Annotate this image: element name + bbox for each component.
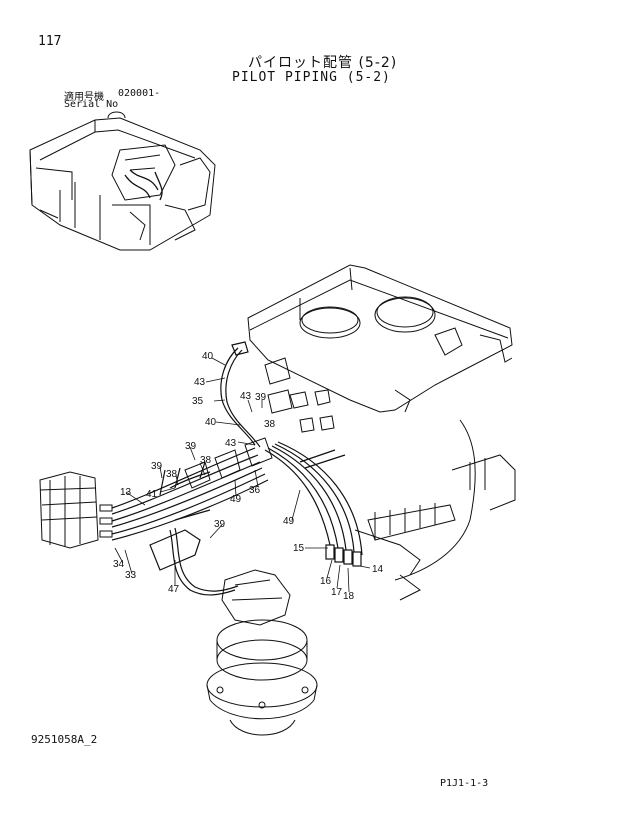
machine-overview-inset [29, 111, 216, 251]
swing-motor [206, 569, 318, 736]
callout-43: 43 [194, 377, 206, 388]
callout-41: 41 [146, 489, 158, 500]
hose-bundle [111, 447, 269, 541]
callout-38: 38 [200, 455, 212, 466]
callout-16: 16 [320, 576, 332, 587]
callout-38: 38 [264, 419, 276, 430]
callout-14: 14 [372, 564, 384, 575]
callout-47: 47 [168, 584, 180, 595]
callout-49: 49 [283, 516, 295, 527]
pilot-hoses-right [264, 441, 363, 567]
callout-33: 33 [125, 570, 137, 581]
callout-43: 43 [240, 391, 252, 402]
tank-assembly [247, 264, 513, 413]
callout-36: 36 [249, 485, 261, 496]
callout-17: 17 [331, 587, 343, 598]
callout-34: 34 [113, 559, 125, 570]
callout-35: 35 [192, 396, 204, 407]
leader-lines [114, 357, 371, 593]
callout-39: 39 [214, 519, 226, 530]
callout-43: 43 [225, 438, 237, 449]
document-code: 9251058A_2 [31, 733, 98, 746]
hose-to-swing-motor [149, 509, 239, 596]
callout-49: 49 [230, 494, 242, 505]
callout-38: 38 [166, 469, 178, 480]
frame-right [354, 419, 516, 601]
title-japanese: パイロット配管 (5-2) [248, 55, 398, 71]
page-code: P1J1-1-3 [440, 778, 489, 789]
title-english: PILOT PIPING (5-2) [232, 70, 391, 85]
callout-13: 13 [120, 487, 132, 498]
page-number: 117 [38, 34, 62, 49]
callout-15: 15 [293, 543, 305, 554]
callout-18: 18 [343, 591, 355, 602]
serial-label-japanese: 適用号機 [64, 92, 104, 103]
clamps [184, 357, 335, 489]
callout-39: 39 [185, 441, 197, 452]
control-valve [39, 471, 113, 549]
serial-value: 020001- [118, 88, 161, 99]
callout-39: 39 [151, 461, 163, 472]
callout-labels: 40 43 35 43 39 38 40 43 39 38 39 41 38 1… [113, 351, 384, 602]
callout-39: 39 [255, 392, 267, 403]
serial-label-english: Serial No [64, 99, 119, 110]
callout-40: 40 [205, 417, 217, 428]
callout-40: 40 [202, 351, 214, 362]
